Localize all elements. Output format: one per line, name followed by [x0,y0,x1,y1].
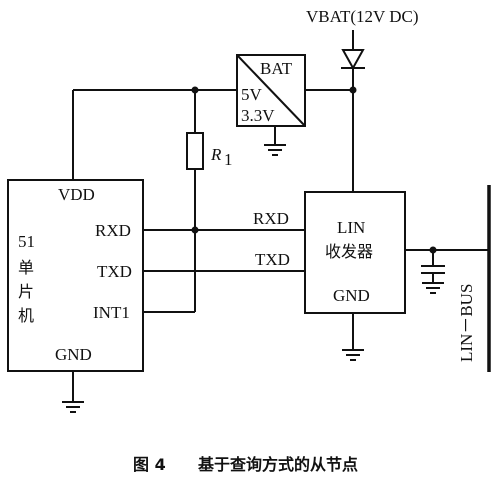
signal-label-rxd: RXD [253,209,289,228]
regulator-output-label: 3.3V [241,106,275,125]
mcu-title-line-1: 51 [18,232,35,251]
ground-icon [422,282,444,294]
figure-title: 基于查询方式的从节点 [197,455,358,474]
lin-transceiver-box [304,191,406,314]
mcu-pin-txd: TXD [97,262,132,281]
ground-icon [342,349,364,361]
resistor-subscript: 1 [224,150,233,169]
junction-dot-rxd [191,226,199,234]
mcu-title-line-2: 单 [18,258,34,277]
mcu-pin-vdd: VDD [58,185,95,204]
junction-dot-supply [349,86,357,94]
figure-number: 图 4 [133,455,166,474]
regulator-diagonal [236,54,306,127]
transceiver-subtitle: 收发器 [325,242,373,261]
signal-label-txd: TXD [255,250,290,269]
resistor-r1 [186,132,204,170]
transceiver-title: LIN [337,218,365,237]
regulator-name: BAT [260,59,293,78]
vbat-label: VBAT(12V DC) [306,7,419,26]
mcu-box [7,179,144,372]
lin-bus-label: LIN－BUS [457,284,476,362]
ground-icon [62,401,84,413]
regulator-input-label: 5V [241,85,263,104]
ground-icon [264,144,286,156]
transceiver-pin-gnd: GND [333,286,370,305]
resistor-symbol: R [210,145,222,164]
mcu-title-line-3: 片 [18,282,34,301]
capacitor-icon [421,265,445,274]
diode-icon [341,49,365,71]
mcu-pin-rxd: RXD [95,221,131,240]
mcu-pin-int1: INT1 [93,303,130,322]
mcu-title-line-4: 机 [18,306,34,325]
mcu-pin-gnd: GND [55,345,92,364]
